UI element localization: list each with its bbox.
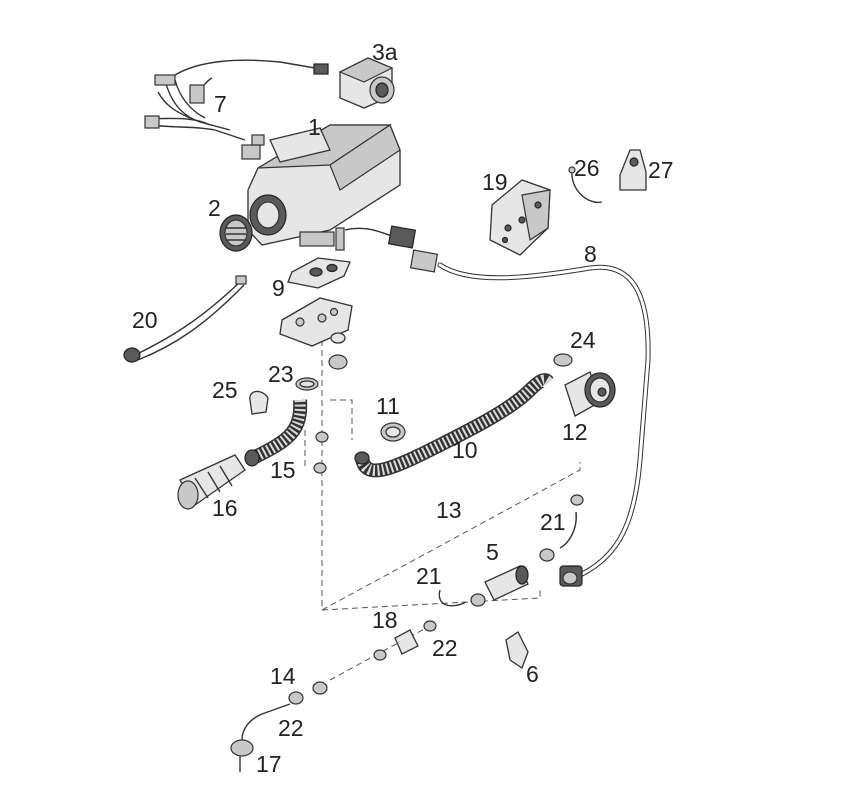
heater-unit-part [247,124,401,251]
exhaust-end-part [553,353,616,417]
control-unit-part [338,57,395,109]
gasket-part [279,257,353,347]
callout-3a: 3a [372,39,398,65]
callout-26: 26 [574,155,600,181]
assembly-dashed-lines [304,300,581,681]
callout-19: 19 [482,169,508,195]
cable-harness-part [344,225,651,587]
callout-9: 9 [272,275,285,301]
clamp-bracket-parts [568,149,647,204]
callout-12: 12 [562,419,588,445]
callout-25: 25 [212,377,238,403]
intake-screen-part [219,214,253,252]
callout-2: 2 [208,195,221,221]
sensor-cable-part [123,275,247,363]
callout-1: 1 [308,114,321,140]
exhaust-hose-part [354,373,554,478]
callout-22b: 22 [278,715,304,741]
fuel-line-parts [230,494,584,772]
callout-15: 15 [270,457,296,483]
callout-6: 6 [526,661,539,687]
callout-18: 18 [372,607,398,633]
callout-labels: 1 2 3a 5 6 7 8 9 10 11 12 13 14 15 16 17… [132,39,674,777]
callout-13: 13 [436,497,462,523]
callout-7: 7 [214,91,227,117]
callout-24: 24 [570,327,596,353]
callout-14: 14 [270,663,296,689]
callout-22a: 22 [432,635,458,661]
callout-20: 20 [132,307,158,333]
intake-silencer-part [177,399,329,510]
hose-clamps-part [249,377,319,415]
wiring-harness-part [144,59,329,160]
callout-21b: 21 [416,563,442,589]
exhaust-clamp-part [328,332,406,442]
callout-8: 8 [584,241,597,267]
callout-11: 11 [376,393,400,419]
callout-21a: 21 [540,509,566,535]
callout-10: 10 [452,437,478,463]
callout-5: 5 [486,539,499,565]
callout-16: 16 [212,495,238,521]
mounting-plate-part [489,179,551,256]
callout-17: 17 [256,751,282,777]
callout-27: 27 [648,157,674,183]
callout-23: 23 [268,361,294,387]
